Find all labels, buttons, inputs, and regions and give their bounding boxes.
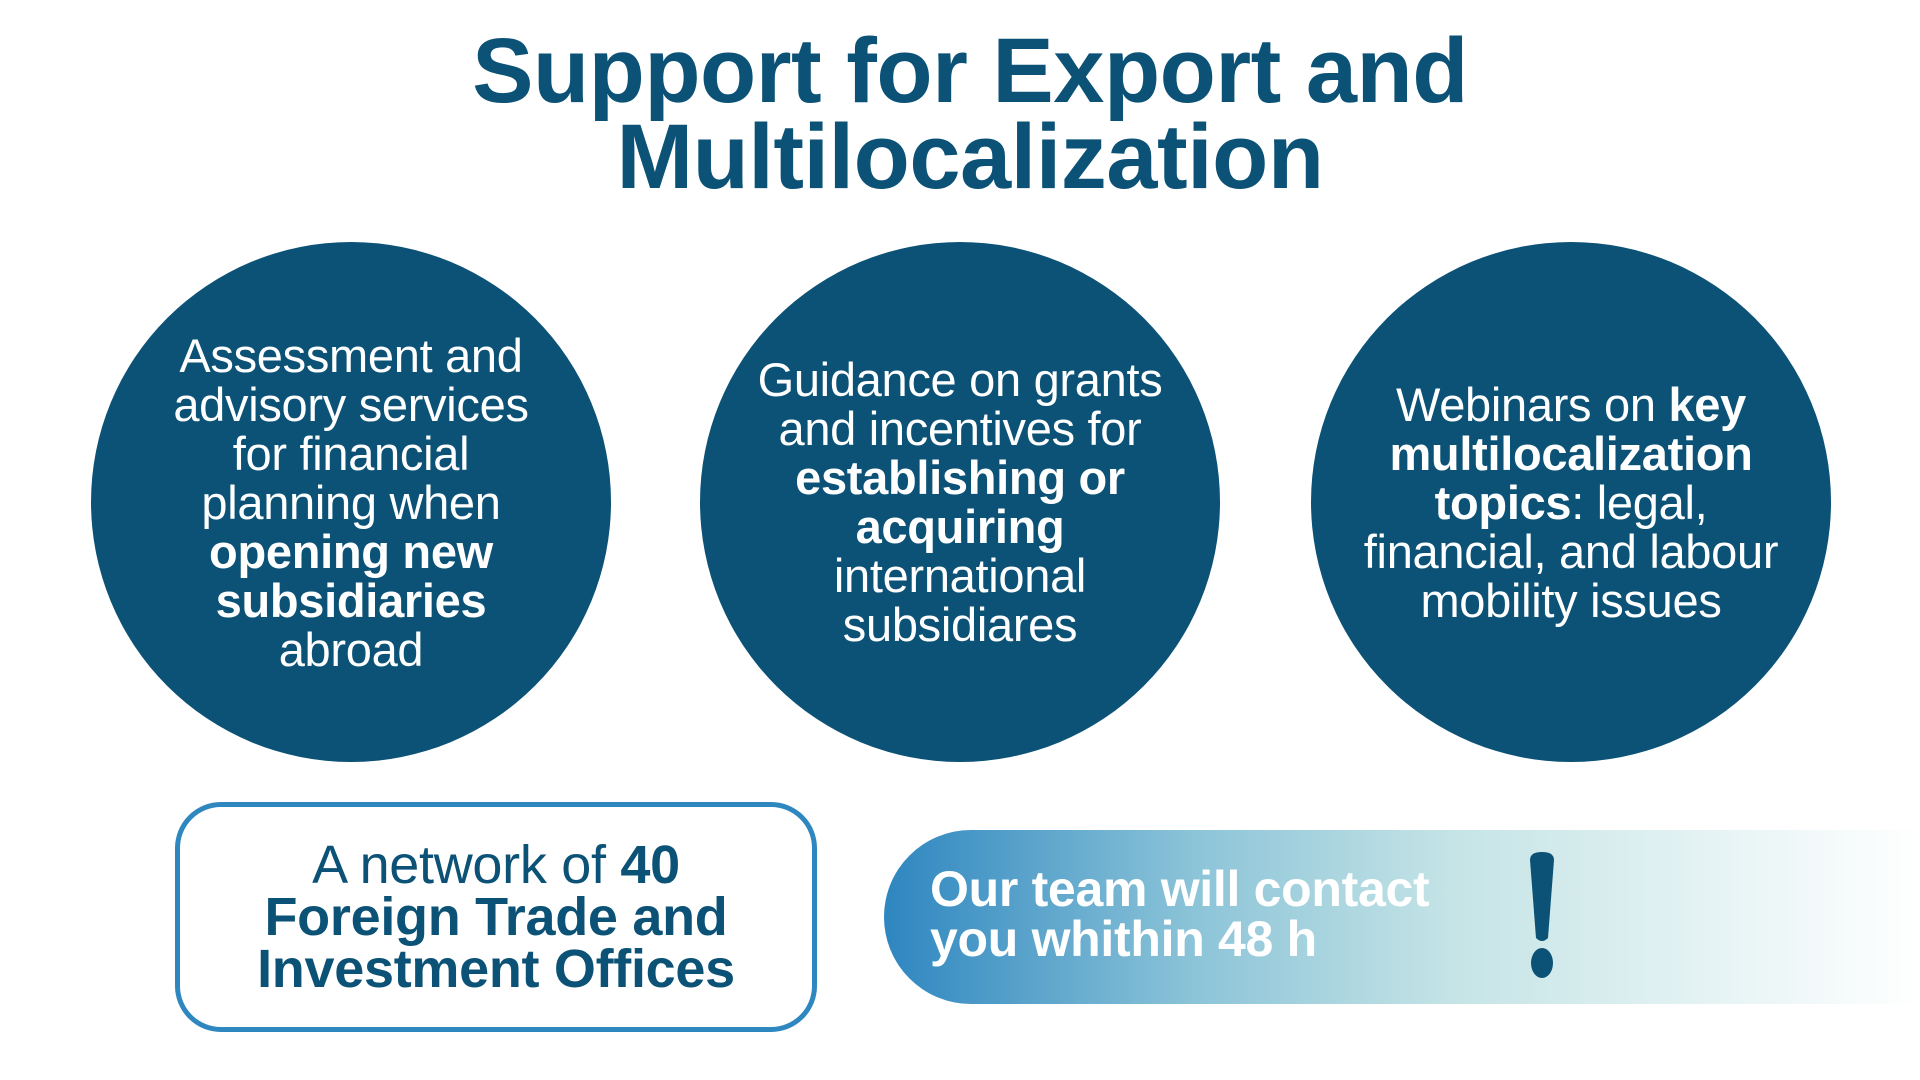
network-text-bold: 40 Foreign Trade and Investment Offices [257, 835, 735, 999]
circle-text: Assessment and advisory services for fin… [173, 328, 529, 529]
circle-text: Webinars on [1396, 377, 1669, 431]
circle-text: Guidance on grants and incentives for [757, 353, 1163, 455]
title-line-2: Multilocalization [616, 106, 1324, 208]
network-box: A network of 40 Foreign Trade and Invest… [175, 802, 817, 1032]
service-circle-grants: Guidance on grants and incentives for es… [700, 242, 1220, 762]
contact-line-1: Our team will contact [930, 861, 1430, 917]
exclamation-icon [1530, 852, 1554, 978]
title-line-1: Support for Export and [472, 20, 1468, 122]
circle-text: abroad [278, 622, 424, 676]
circle-text-bold: opening new subsidiaries [209, 524, 493, 627]
circle-text: international subsidiares [833, 549, 1087, 651]
contact-line-2: you whithin 48 h [930, 911, 1317, 967]
network-text: A network of [312, 835, 621, 895]
page-title: Support for Export and Multilocalization [0, 20, 1920, 208]
service-circle-financial-planning: Assessment and advisory services for fin… [91, 242, 611, 762]
contact-banner: Our team will contact you whithin 48 h [884, 830, 1920, 1004]
circle-text: : legal, financial, and labour mobility … [1363, 475, 1779, 627]
circle-text-bold: key multilocalization topics [1389, 377, 1753, 529]
circle-text-bold: establishing or acquiring [795, 451, 1125, 553]
service-circle-webinars: Webinars on key multilocalization topics… [1311, 242, 1831, 762]
